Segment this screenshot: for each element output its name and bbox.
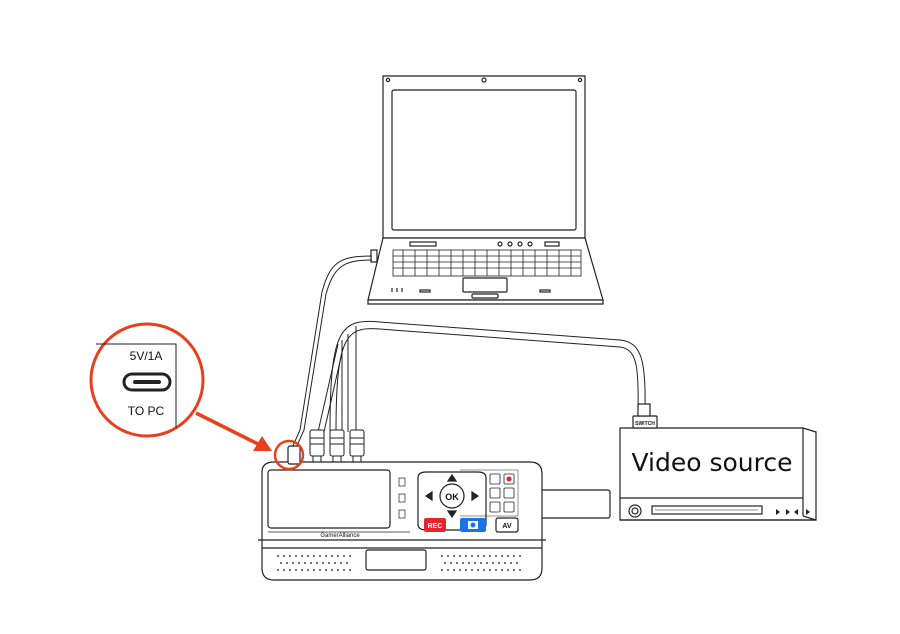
video-source-box — [619, 403, 817, 521]
speaker-grille — [277, 555, 521, 571]
device-screen — [267, 469, 391, 529]
laptop-screen — [391, 89, 577, 231]
port-label: TO PC — [128, 404, 165, 418]
ok-button — [439, 483, 465, 509]
right-arrow-icon — [471, 490, 480, 502]
port-highlight-circle — [273, 439, 305, 471]
laptop-keyboard — [392, 249, 582, 277]
usb-c-plug — [287, 445, 301, 465]
rating-label: 5V/1A — [130, 349, 163, 363]
capture-device — [258, 445, 611, 581]
connector-badge-label: SWITCH — [635, 421, 655, 427]
laptop-touchpad — [462, 277, 508, 293]
ok-label: OK — [445, 492, 459, 502]
zoom-callout — [89, 322, 305, 471]
transport-controls-icon — [776, 509, 810, 515]
brand-label: GamerAlliance — [320, 533, 360, 539]
camera-icon — [470, 522, 476, 528]
av-label: AV — [502, 523, 512, 530]
av-button — [495, 517, 519, 533]
usb-cable-to-pc — [291, 255, 373, 449]
laptop-camera-icon — [481, 77, 487, 83]
video-source-label: Video source — [631, 448, 792, 477]
device-lower-window — [365, 549, 427, 571]
rec-button — [424, 518, 446, 532]
laptop — [367, 75, 604, 305]
function-buttons — [460, 469, 519, 517]
av-cable-to-video-source — [317, 320, 646, 433]
down-arrow-icon — [446, 510, 458, 519]
rec-label: REC — [428, 523, 443, 530]
left-arrow-icon — [424, 490, 433, 502]
rca-plugs — [309, 429, 365, 467]
arrow-icon — [195, 411, 259, 446]
up-arrow-icon — [446, 473, 458, 482]
